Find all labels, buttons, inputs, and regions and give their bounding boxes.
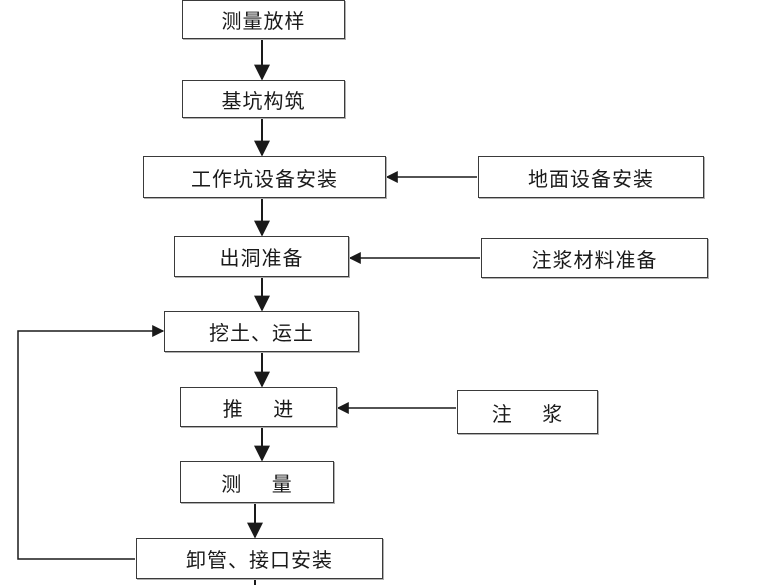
input-grout-material: 注浆材料准备 [481, 238, 708, 278]
step-survey-layout: 测量放样 [182, 0, 345, 39]
loop-back-arrow [17, 325, 165, 560]
step-jacking: 推 进 [180, 387, 337, 427]
step-excavation-haul: 挖土、运土 [164, 311, 359, 352]
step-pit-construction: 基坑构筑 [182, 80, 345, 118]
step-working-pit-equipment: 工作坑设备安装 [143, 156, 386, 198]
input-grouting: 注 浆 [457, 390, 598, 434]
input-ground-equipment: 地面设备安装 [478, 156, 704, 198]
step-measurement: 测 量 [180, 461, 334, 503]
step-launch-preparation: 出洞准备 [174, 236, 349, 277]
step-pipe-unloading-joint: 卸管、接口安装 [136, 538, 383, 579]
